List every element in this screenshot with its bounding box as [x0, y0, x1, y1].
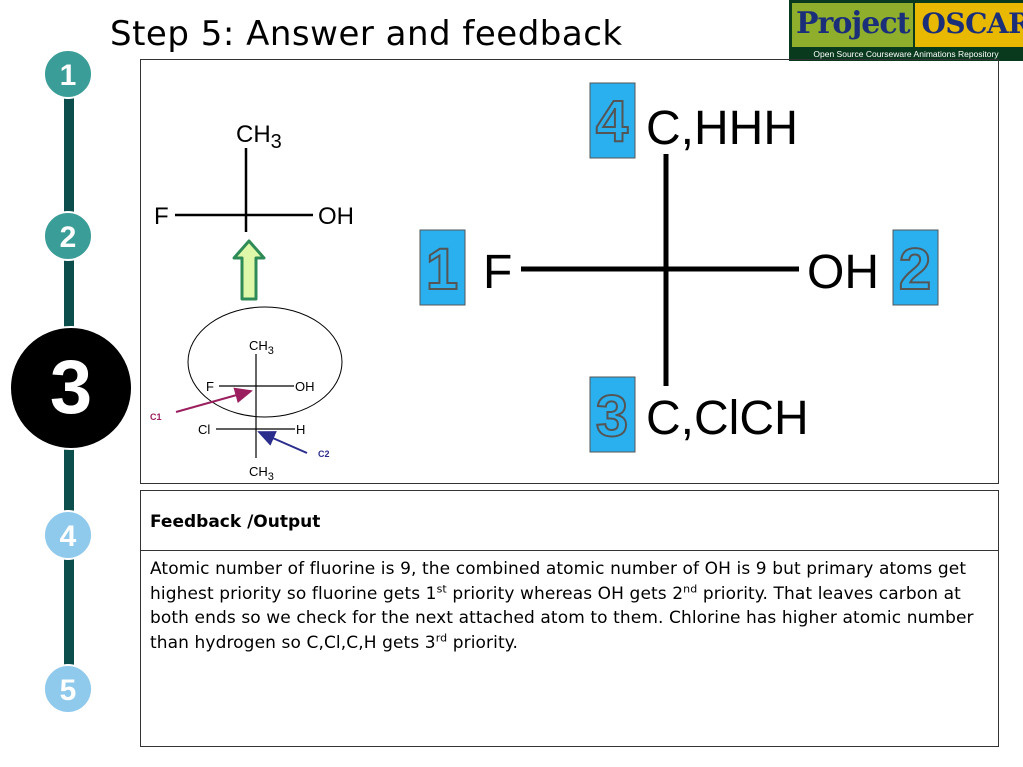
- priority-3-badge: 3: [589, 376, 636, 453]
- step-1-button[interactable]: 1: [43, 49, 93, 99]
- svg-text:3: 3: [596, 384, 628, 449]
- c2-arrow-icon: [257, 431, 308, 454]
- c1-label: C1: [150, 412, 162, 422]
- ellipse-row2-right: H: [296, 422, 305, 437]
- feedback-text: Atomic number of fluorine is 9, the comb…: [141, 551, 998, 655]
- logo-subtitle: Open Source Courseware Animations Reposi…: [813, 49, 999, 59]
- large-bottom-label: C,ClCH: [646, 392, 809, 445]
- large-right-label: OH: [807, 246, 879, 299]
- feedback-text-part: priority. That leaves carbon at both end…: [150, 583, 974, 653]
- feedback-heading: Feedback /Output: [141, 491, 998, 551]
- svg-text:1: 1: [426, 237, 458, 302]
- small-fischer-projection: CH3 F OH: [154, 121, 354, 232]
- step-2-button[interactable]: 2: [43, 211, 93, 261]
- priority-2-badge: 2: [892, 229, 939, 306]
- page-title: Step 5: Answer and feedback: [110, 14, 623, 54]
- feedback-text-part: priority whereas OH gets 2: [446, 583, 684, 604]
- small-top-label: CH3: [236, 121, 282, 153]
- c1-arrow-icon: [175, 387, 253, 413]
- small-right-label: OH: [318, 203, 354, 230]
- ellipse-row1-left: F: [206, 379, 214, 394]
- step-4-button[interactable]: 4: [43, 510, 93, 560]
- c2-label: C2: [318, 449, 330, 459]
- feedback-text-part: priority.: [447, 632, 518, 653]
- feedback-superscript: st: [436, 581, 447, 595]
- up-arrow-icon: [232, 239, 266, 301]
- feedback-superscript: nd: [683, 581, 698, 595]
- large-fischer-projection: C,HHH F OH C,ClCH 4 1 2 3: [419, 82, 939, 453]
- projection-diagram: CH3 F OH CH3 F OH Cl H CH3 C1 C2 C,: [150, 82, 939, 483]
- ellipse-top-label: CH3: [249, 338, 274, 357]
- large-top-label: C,HHH: [646, 102, 798, 155]
- project-oscar-logo: Project OSCAR Open Source Courseware Ani…: [789, 0, 1023, 61]
- projection-diagram-panel: CH3 F OH CH3 F OH Cl H CH3 C1 C2 C,: [140, 59, 999, 484]
- ellipse-row1-right: OH: [295, 379, 315, 394]
- priority-4-badge: 4: [589, 82, 636, 159]
- logo-oscar-text: OSCAR: [915, 3, 1023, 47]
- logo-project-text: Project: [792, 3, 914, 47]
- ellipse-row2-left: Cl: [198, 422, 210, 437]
- ellipse-bottom-label: CH3: [249, 464, 274, 483]
- step-3-button[interactable]: 3: [9, 326, 133, 450]
- priority-1-badge: 1: [419, 229, 466, 306]
- feedback-superscript: rd: [435, 630, 448, 644]
- svg-text:2: 2: [899, 237, 931, 302]
- step-5-button[interactable]: 5: [43, 664, 93, 714]
- feedback-text-part: Atomic number of fluorine is 9, the comb…: [150, 559, 967, 604]
- feedback-panel: Feedback /Output Atomic number of fluori…: [140, 490, 999, 747]
- small-left-label: F: [154, 203, 169, 230]
- large-left-label: F: [483, 246, 512, 299]
- svg-text:4: 4: [596, 89, 628, 154]
- ellipse-fischer-projection: CH3 F OH Cl H CH3 C1 C2: [150, 306, 343, 483]
